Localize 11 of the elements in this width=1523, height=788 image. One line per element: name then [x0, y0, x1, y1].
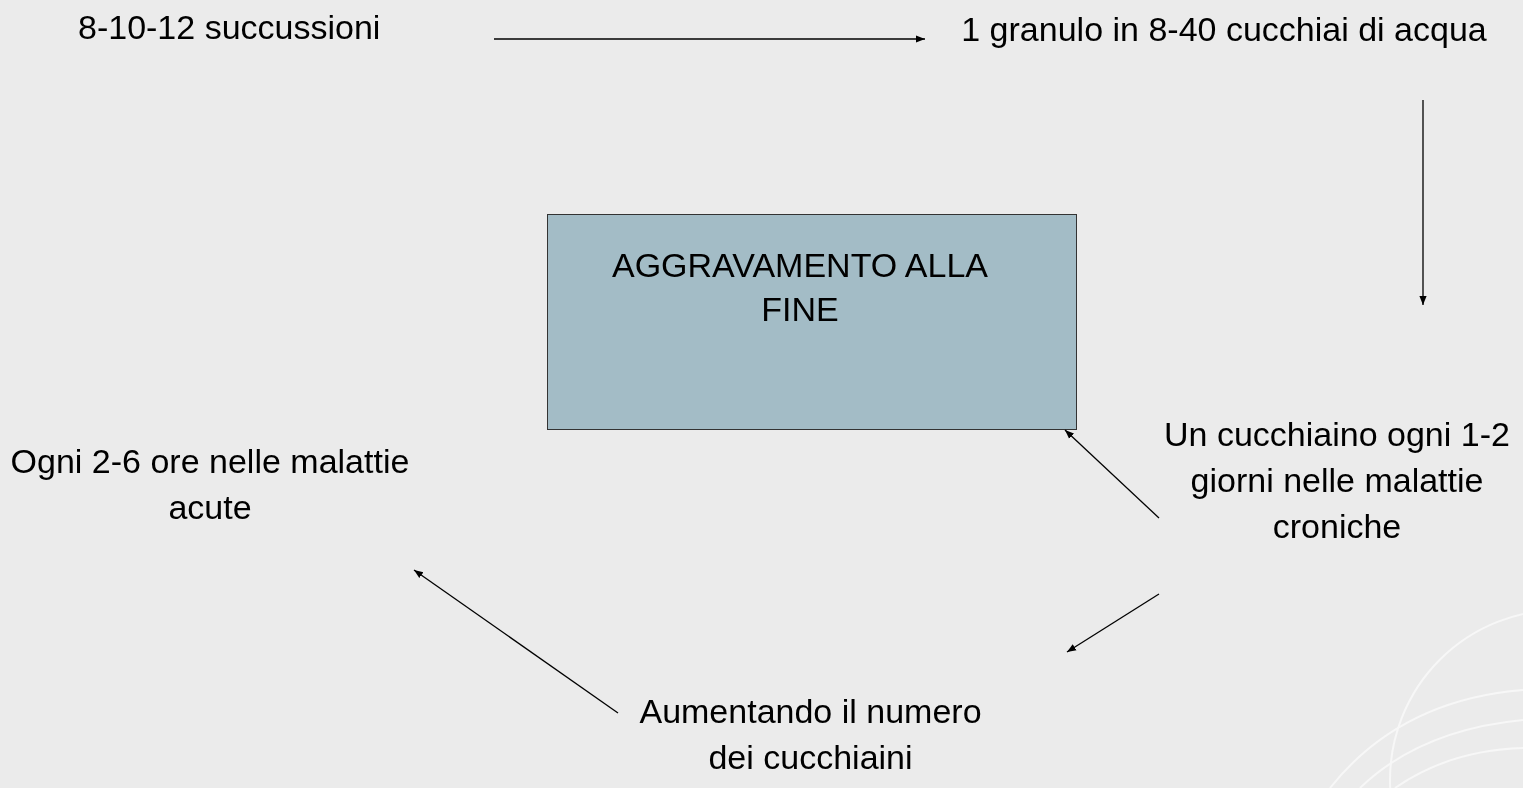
process-box: AGGRAVAMENTO ALLA FINE [547, 214, 1077, 430]
arrow [1419, 99, 1427, 306]
step-text: 8-10-12 succussioni [78, 4, 494, 52]
arrow [493, 35, 926, 43]
step-text: Ogni 2-6 ore nelle malattie acute [0, 438, 420, 570]
step-text: Un cucchiaino ogni 1-2 giorni nelle malattie croniche [1159, 305, 1515, 605]
step-text: Aumentando il numero dei cucchiaini [618, 652, 1003, 786]
step-text: 1 granulo in 8-40 cucchiai di acqua [925, 6, 1523, 100]
arrow [1066, 593, 1160, 653]
arrow [1064, 429, 1160, 519]
arrow [413, 569, 619, 714]
